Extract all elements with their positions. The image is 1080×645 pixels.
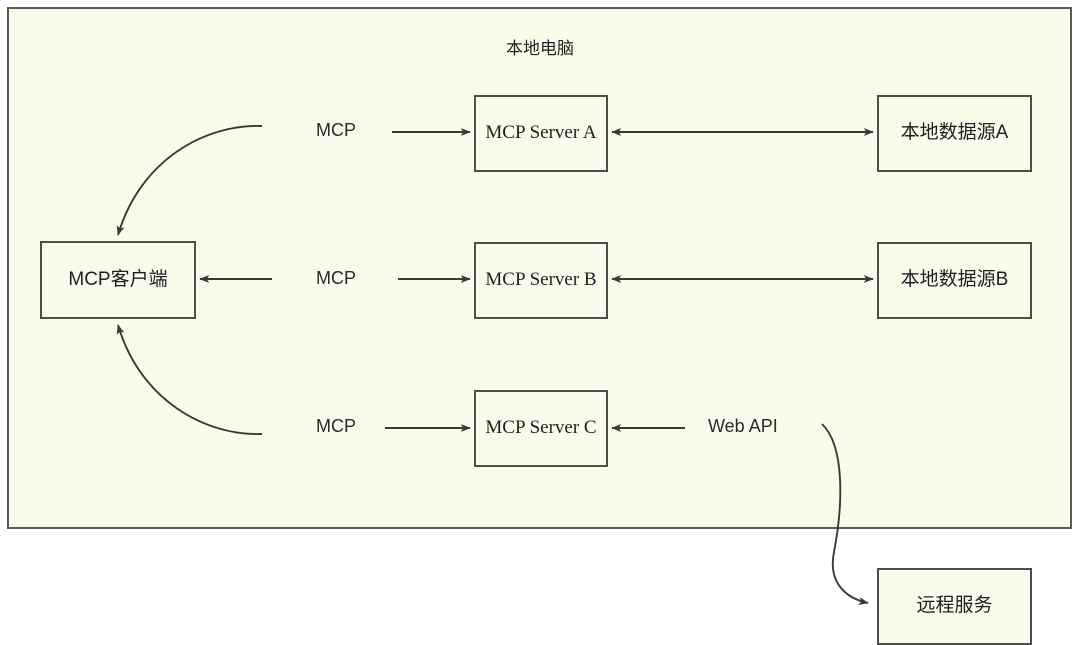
- container-title: 本地电脑: [506, 39, 574, 58]
- node-mcp-server-c[interactable]: MCP Server C: [474, 390, 608, 467]
- node-local-data-source-b[interactable]: 本地数据源B: [877, 242, 1032, 319]
- node-mcp-server-a[interactable]: MCP Server A: [474, 95, 608, 172]
- edge-curve-bottom-to-client: [116, 324, 263, 435]
- edge-webapi-to-remote-service: [821, 423, 869, 605]
- node-label-mcp-server-c: MCP Server C: [485, 417, 597, 439]
- edge-curve-top-to-client: [116, 125, 263, 236]
- node-label-mcp-server-a: MCP Server A: [485, 122, 597, 144]
- edge-label-mcp-top: MCP: [316, 120, 356, 140]
- node-mcp-client[interactable]: MCP客户端: [40, 241, 196, 319]
- node-local-data-source-a[interactable]: 本地数据源A: [877, 95, 1032, 172]
- node-label-mcp-server-b: MCP Server B: [485, 269, 597, 291]
- edge-label-mcp-middle: MCP: [316, 268, 356, 288]
- node-remote-service[interactable]: 远程服务: [877, 568, 1032, 645]
- edge-label-mcp-bottom: MCP: [316, 416, 356, 436]
- node-mcp-server-b[interactable]: MCP Server B: [474, 242, 608, 319]
- node-label-local-data-source-a: 本地数据源A: [900, 122, 1009, 144]
- node-label-mcp-client: MCP客户端: [68, 268, 168, 290]
- node-label-local-data-source-b: 本地数据源B: [900, 269, 1009, 291]
- edge-label-web-api: Web API: [708, 416, 778, 436]
- node-label-remote-service: 远程服务: [916, 595, 993, 617]
